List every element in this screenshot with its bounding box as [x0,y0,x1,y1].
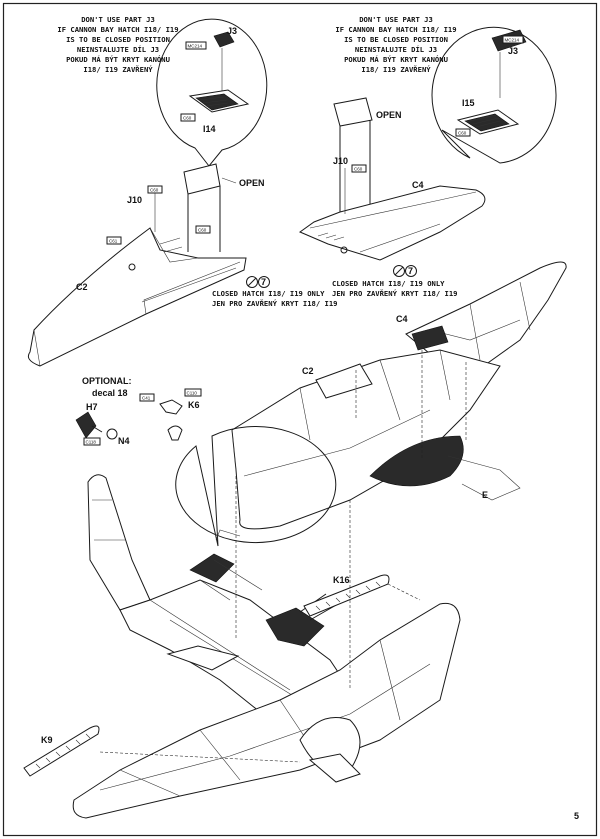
part-box-c61 [106,236,122,245]
part-label-j3: J3 [508,46,518,56]
part-box-c60 [351,164,367,173]
part-label-j10: J10 [127,195,142,205]
flap [315,363,373,399]
note-line: I18/ I19 ZAVŘENÝ [361,65,431,74]
part-box-c41 [139,393,155,402]
step-number: 7 [408,266,413,276]
part-code-mc214: MC214 [505,38,520,43]
closed-note-line: CLOSED HATCH I18/ I19 ONLY [212,289,325,298]
wing-right-upper [405,261,567,371]
part-code-c60: C60 [183,116,192,121]
note-line: IF CANNON BAY HATCH I18/ I19 [57,25,178,34]
note-line: IS TO BE CLOSED POSITION [344,35,448,44]
part-code-c60: C60 [458,131,467,136]
open-label: OPEN [239,178,265,188]
gun-bay [411,325,449,351]
part-code-c41: C41 [142,396,151,401]
part-box-c60 [455,128,471,137]
part-label-k6: K6 [188,400,200,410]
part-label-k9: K9 [41,735,53,745]
fuselage-assembly: K16 K9 [23,474,461,819]
step-number-icon: 7 [405,265,417,277]
part-code-mc214: MC214 [188,44,203,49]
j3-part [213,31,235,92]
k9-part [23,725,100,777]
part-label-j3: J3 [227,26,237,36]
tailplane [166,645,240,671]
step-number: 7 [261,277,266,287]
optional-title: OPTIONAL: [82,376,132,386]
part-label-c4: C4 [412,180,424,190]
part-label-c2: C2 [76,282,88,292]
note-line: IS TO BE CLOSED POSITION [66,35,170,44]
top-left-callout: DON'T USE PART J3 IF CANNON BAY HATCH I1… [57,15,268,167]
wheel-well [369,435,464,487]
part-code-c110: C110 [187,391,198,396]
right-wing-step: OPEN J10 C60 C4 7 CLOSED HATCH I18/ I19 … [298,97,486,298]
part-label-j10: J10 [333,156,348,166]
part-code-c60b: C60 [198,228,207,233]
part-code-c60a: C60 [150,188,159,193]
part-label-c2: C2 [302,366,314,376]
page-number: 5 [574,811,579,821]
no-use-symbol [393,265,405,277]
part-box-mc214 [185,41,207,50]
wing-left-lower [231,349,501,530]
part-code-c118: C118 [86,440,97,445]
hatch-panel [183,163,221,195]
wing-assembly: C4 C2 E [231,261,567,530]
open-label: OPEN [376,110,402,120]
note-line: NEINSTALUJTE DÍL J3 [355,45,437,54]
note-line: POKUD MÁ BÝT KRYT KANÓNU [66,55,170,64]
i14-part [188,89,250,113]
optional-callout: OPTIONAL: decal 18 H7 C118 N4 C41 C110 K… [75,376,337,547]
hatch-panel [333,97,373,127]
right-wing-panel [298,185,486,261]
part-label-e: E [482,490,488,500]
note-line: DON'T USE PART J3 [81,15,155,24]
closed-note-line: CLOSED HATCH I18/ I19 ONLY [332,279,445,288]
tail-fin [87,474,151,611]
k6-part [159,399,183,441]
optional-subtitle: decal 18 [92,388,128,398]
part-code-c60: C60 [354,167,363,172]
top-right-callout: DON'T USE PART J3 IF CANNON BAY HATCH I1… [335,15,557,164]
closed-note-line: JEN PRO ZAVŘENÝ KRYT I18/ I19 [332,289,458,298]
part-label-i14: I14 [203,124,216,134]
part-label-i15: I15 [462,98,475,108]
lower-wing [72,602,461,819]
part-label-k16: K16 [333,575,350,585]
k16-part [303,574,390,617]
note-line: NEINSTALUJTE DÍL J3 [77,45,159,54]
part-label-c4: C4 [396,314,408,324]
cockpit [189,553,235,583]
propeller-hub [308,753,361,783]
part-box-c118 [83,437,101,446]
i15-part [456,109,520,135]
part-box-c60 [180,113,196,122]
note-line: POKUD MÁ BÝT KRYT KANÓNU [344,55,448,64]
part-box-c110 [184,388,202,397]
part-label-n4: N4 [118,436,130,446]
callout-circle [156,18,268,167]
callout-circle [431,26,557,164]
part-box-c60b [195,225,211,234]
closed-note-line: JEN PRO ZAVŘENÝ KRYT I18/ I19 [212,299,338,308]
part-label-h7: H7 [86,402,98,412]
part-box-mc214 [502,35,524,44]
callout-circle [175,426,337,547]
engine-block [265,607,325,647]
part-code-c61: C61 [109,239,118,244]
left-wing-step: OPEN J10 C60 C60 C61 C2 7 CLOSED HATCH I… [27,163,338,367]
no-use-symbol [246,276,258,288]
h7-part [75,411,103,439]
note-line: DON'T USE PART J3 [359,15,433,24]
note-line: I18/ I19 ZAVŘENÝ [83,65,153,74]
note-line: IF CANNON BAY HATCH I18/ I19 [335,25,456,34]
step-number-icon: 7 [258,276,270,288]
